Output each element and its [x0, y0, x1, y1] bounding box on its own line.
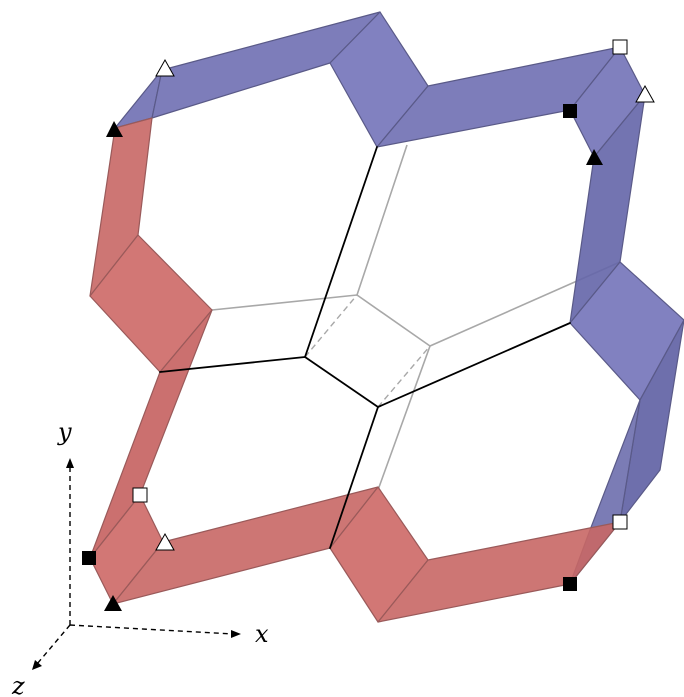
z-axis-label: z	[11, 672, 25, 697]
x-arrowhead	[231, 630, 241, 638]
back-edges	[212, 145, 620, 490]
blue-face	[115, 70, 162, 128]
front-edges	[160, 147, 570, 548]
open-square-marker	[613, 515, 627, 529]
filled-square-marker	[563, 104, 577, 118]
z-axis-line	[37, 625, 70, 664]
open-square-marker	[613, 40, 627, 54]
x-axis-label: x	[255, 620, 269, 648]
y-arrowhead	[66, 458, 74, 468]
x-axis-line	[70, 625, 233, 634]
z-arrowhead	[32, 660, 42, 670]
filled-square-marker	[563, 577, 577, 591]
y-axis-label: y	[57, 418, 72, 446]
hidden-edges	[305, 295, 430, 407]
open-square-marker	[133, 488, 147, 502]
filled-square-marker	[82, 551, 96, 565]
